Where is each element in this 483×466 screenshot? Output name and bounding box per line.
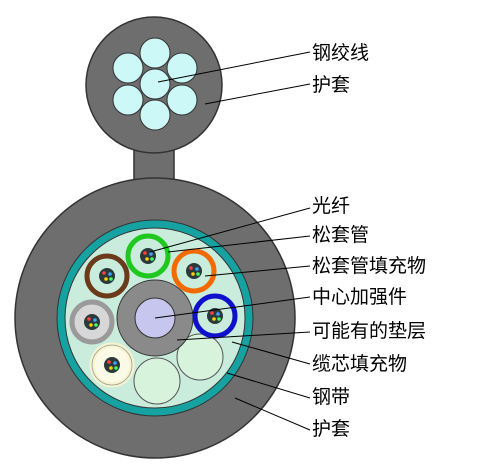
steel-strand-wire: [139, 37, 171, 69]
loose-tube-gray: [69, 299, 115, 345]
leader-line: [204, 265, 311, 277]
label-cable-core-filler: 缆芯填充物: [312, 353, 407, 375]
leader-line: [149, 207, 311, 253]
label-sheath-bottom: 护套: [312, 418, 350, 440]
loose-tube-blue: [192, 293, 238, 339]
filler-rod: [176, 333, 224, 381]
label-steel-tape: 钢带: [312, 386, 350, 408]
filler-rod: [133, 357, 181, 405]
labels: 钢绞线 护套 光纤 松套管 松套管填充物 中心加强件 可能有的垫层 缆芯填充物 …: [312, 42, 426, 440]
steel-strand-wire: [139, 99, 171, 131]
label-possible-bedding: 可能有的垫层: [312, 320, 426, 342]
label-loose-tube: 松套管: [312, 224, 369, 246]
leader-line: [154, 296, 311, 319]
steel-strand-wire: [112, 84, 144, 116]
leader-line: [234, 397, 311, 431]
label-loose-tube-filler: 松套管填充物: [312, 255, 426, 277]
messenger-section: [85, 16, 223, 196]
loose-tube-brown: [84, 253, 130, 299]
label-optical-fiber: 光纤: [312, 195, 350, 217]
leader-lines: [149, 51, 311, 431]
leader-line: [231, 341, 311, 365]
steel-strand-wire: [139, 68, 171, 100]
leader-line: [157, 51, 311, 83]
leader-line: [176, 331, 311, 341]
label-steel-strand: 钢绞线: [312, 42, 369, 64]
steel-strand-wire: [166, 84, 198, 116]
leader-line: [167, 235, 311, 253]
leader-line: [204, 83, 311, 105]
label-central-strength-member: 中心加强件: [312, 286, 407, 308]
steel-strand-wire: [166, 52, 198, 84]
leader-line: [226, 372, 311, 399]
steel-strand-wire: [112, 52, 144, 84]
label-sheath-top: 护套: [312, 74, 350, 96]
loose-tube-cream: [89, 342, 135, 388]
loose-tube-green: [125, 233, 171, 279]
loose-tube-orange: [171, 248, 217, 294]
